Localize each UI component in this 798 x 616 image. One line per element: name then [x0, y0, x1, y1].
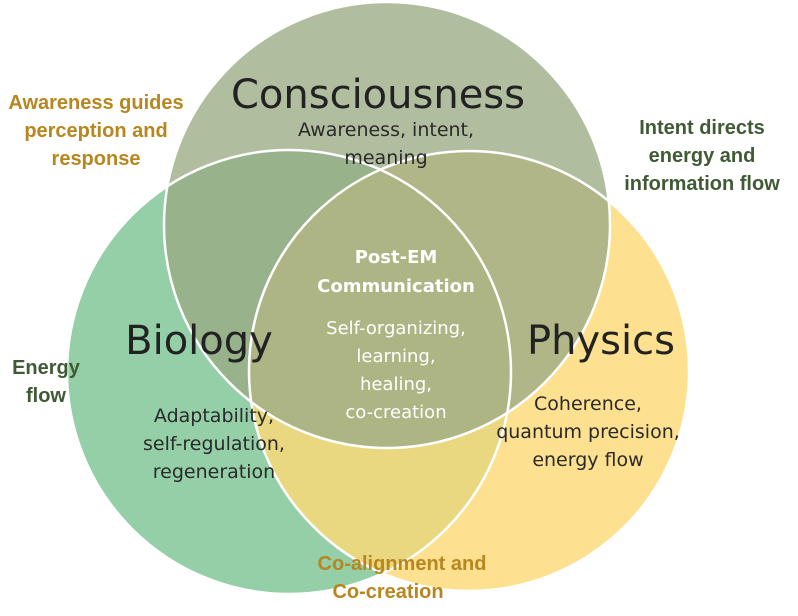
- coalignment-label-line-1: Co-alignment and: [318, 553, 487, 575]
- center-title-line-2: Communication: [317, 276, 475, 297]
- biology-circle-outline: [65, 148, 513, 596]
- biology-line-2: self-regulation,: [143, 433, 285, 455]
- coalignment-label-line-2: Co-creation: [332, 581, 443, 603]
- awareness-label-line-1: Awareness guides: [8, 92, 183, 114]
- center-line-4: co-creation: [345, 402, 446, 423]
- physics-line-2: quantum precision,: [496, 421, 680, 443]
- consciousness-circle-outline: [162, 0, 612, 450]
- center-line-1: Self-organizing,: [326, 318, 466, 339]
- biology-line-1: Adaptability,: [154, 405, 274, 427]
- energy-label-line-2: flow: [26, 385, 66, 407]
- awareness-label-line-2: perception and: [24, 120, 167, 142]
- intent-label-line-3: information flow: [624, 173, 780, 195]
- intent-label-line-1: Intent directs: [639, 117, 765, 139]
- consciousness-line-2: meaning: [344, 147, 427, 169]
- physics-line-1: Coherence,: [534, 393, 642, 415]
- consciousness-title: Consciousness: [231, 72, 525, 118]
- energy-label-line-1: Energy: [12, 357, 81, 379]
- intent-label-line-2: energy and: [649, 145, 756, 167]
- biology-line-3: regeneration: [153, 461, 275, 483]
- physics-line-3: energy flow: [532, 449, 643, 471]
- physics-circle-outline: [247, 149, 691, 593]
- consciousness-circle: [164, 2, 610, 448]
- center-line-2: learning,: [356, 346, 435, 367]
- center-line-3: healing,: [360, 374, 432, 395]
- physics-title: Physics: [527, 318, 675, 364]
- biology-title: Biology: [125, 318, 273, 364]
- consciousness-line-1: Awareness, intent,: [298, 119, 474, 141]
- center-title-line-1: Post-EM: [355, 247, 438, 268]
- awareness-label-line-3: response: [52, 148, 141, 170]
